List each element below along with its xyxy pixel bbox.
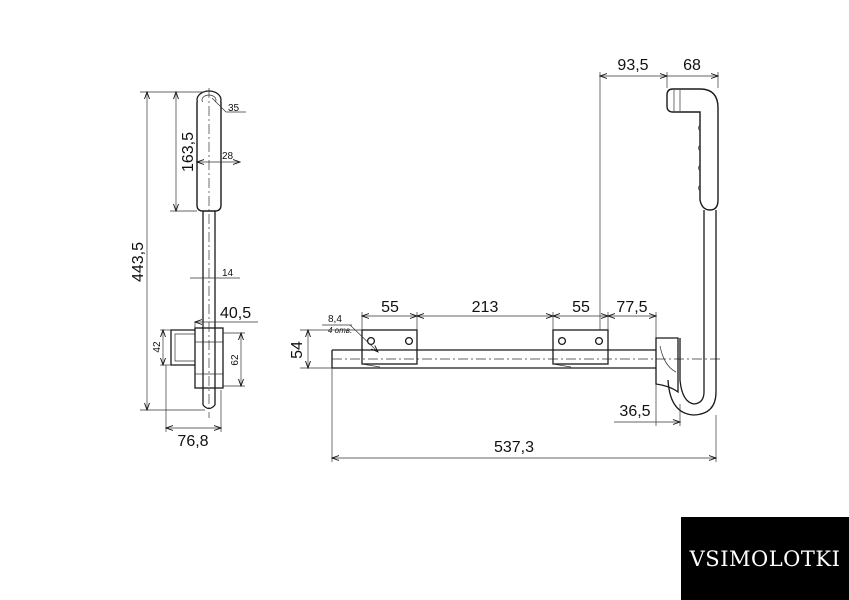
side-dim-bracket-height: 42: [152, 341, 163, 353]
front-dim-offset-top: 93,5: [617, 57, 648, 74]
front-dim-plate-spacing: 213: [472, 299, 499, 316]
front-dim-plate2-width: 55: [572, 299, 590, 316]
side-dim-grip-diameter: 28: [222, 151, 234, 162]
front-dim-hole-note: 4 отв.: [328, 326, 352, 335]
front-dim-overall-length: 537,3: [494, 439, 534, 456]
side-dim-rod-diameter: 14: [222, 268, 234, 279]
side-dim-base-width: 76,8: [177, 433, 208, 450]
side-dim-grip-length: 163,5: [180, 132, 197, 172]
front-view: 93,5 68 55 213 55 77,5 8,4 4 отв. 54 36,…: [289, 57, 720, 462]
front-dim-hole-diameter: 8,4: [328, 314, 342, 325]
side-dim-total-height: 443,5: [130, 242, 147, 282]
front-dim-end-offset: 77,5: [616, 299, 647, 316]
side-view: 443,5 163,5 35 28 14 40,5 42 62 76,8: [130, 88, 258, 450]
front-dim-plate1-width: 55: [381, 299, 399, 316]
brand-logo-text: VSIMOLOTKI: [689, 546, 841, 571]
front-dim-bend: 36,5: [619, 403, 650, 420]
side-dim-plate-height: 62: [230, 354, 241, 366]
front-dim-height: 54: [289, 341, 306, 359]
side-dim-grip-top: 35: [228, 103, 240, 114]
front-dim-grip-width: 68: [683, 57, 701, 74]
brand-logo: VSIMOLOTKI: [681, 517, 849, 600]
side-dim-bracket-width: 40,5: [220, 305, 251, 322]
